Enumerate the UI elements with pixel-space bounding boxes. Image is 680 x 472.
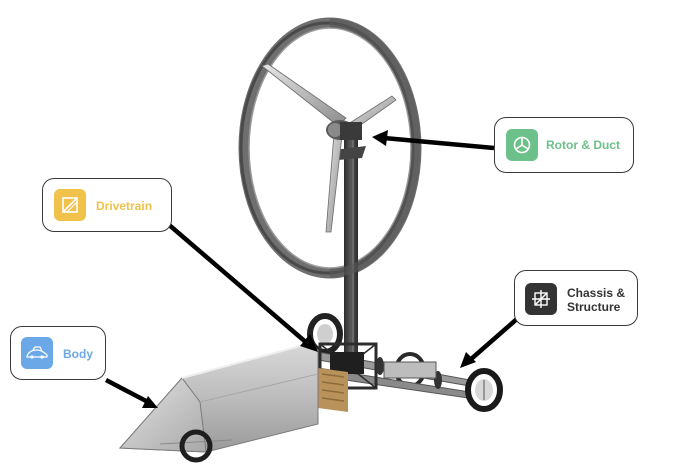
chassis-frame bbox=[317, 342, 471, 399]
body-shell bbox=[118, 343, 319, 453]
callout-body: Body bbox=[10, 326, 106, 380]
callout-chassis-line1: Chassis & bbox=[567, 286, 626, 300]
callout-chassis-line2: Structure bbox=[567, 300, 621, 314]
front-wheel bbox=[465, 368, 503, 412]
drivetrain-block bbox=[318, 368, 348, 412]
callout-rotor-duct-label: Rotor & Duct bbox=[546, 138, 620, 152]
tower bbox=[334, 138, 366, 358]
callout-drivetrain-label: Drivetrain bbox=[96, 199, 153, 213]
gearbox-icon bbox=[54, 189, 86, 221]
callout-drivetrain: Drivetrain bbox=[42, 178, 172, 232]
front-left-wheel bbox=[179, 429, 213, 463]
car-body-icon bbox=[21, 337, 53, 369]
pointer-arrows bbox=[104, 130, 520, 408]
callout-rotor-duct: Rotor & Duct bbox=[494, 117, 634, 173]
callout-chassis-structure: Chassis & Structure bbox=[514, 270, 638, 326]
callout-body-label: Body bbox=[63, 347, 93, 361]
rotor-blades bbox=[261, 63, 397, 233]
rotor-icon bbox=[506, 129, 538, 161]
frame-icon bbox=[525, 283, 557, 315]
